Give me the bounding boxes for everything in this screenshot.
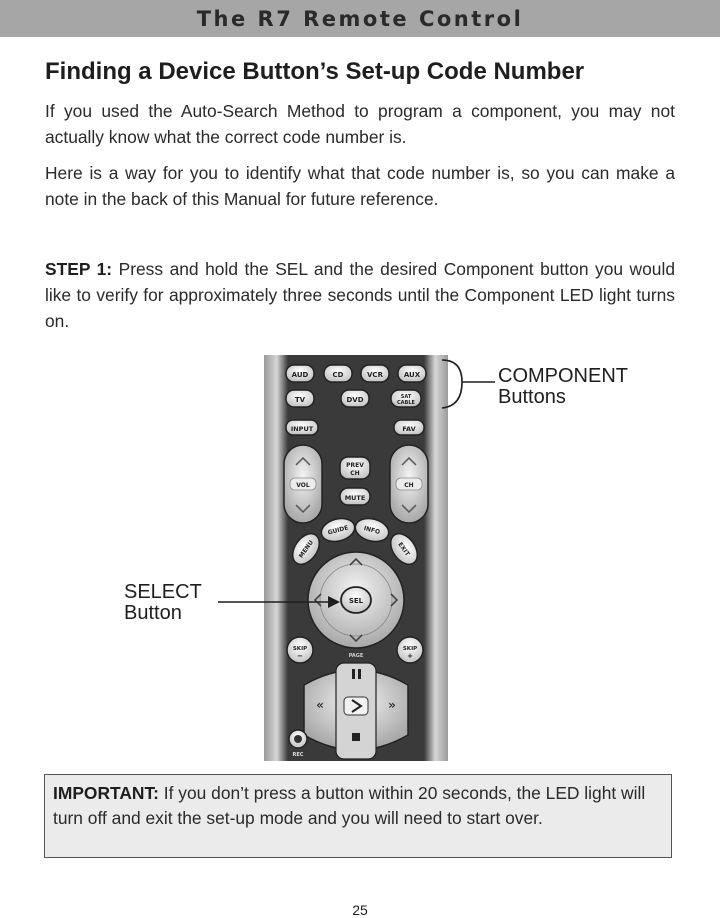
ch-label: CH (404, 482, 413, 489)
info-button: INFO (354, 517, 390, 543)
select-button-callout: SELECT Button (124, 582, 202, 624)
svg-text:»: » (388, 698, 396, 712)
info-label: INFO (363, 525, 381, 536)
important-note: IMPORTANT: If you don’t press a button w… (44, 774, 672, 858)
fav-label: FAV (402, 425, 415, 433)
sel-label: SEL (349, 597, 364, 605)
important-text: If you don’t press a button within 20 se… (53, 783, 646, 828)
callout-component-line2: Buttons (498, 386, 566, 408)
cd-button: CD (323, 364, 353, 383)
aux-button: AUX (397, 364, 427, 383)
cd-label: CD (333, 371, 344, 379)
section-heading: Finding a Device Button’s Set-up Code Nu… (45, 58, 585, 85)
callout-select-line2: Button (124, 602, 182, 624)
callout-component-line1: COMPONENT (498, 365, 628, 387)
step-1-label: STEP 1: (45, 259, 113, 279)
prev-label: PREV (346, 462, 364, 469)
skip-minus-label: SKIP (293, 646, 307, 652)
skip-plus-label: SKIP (403, 646, 417, 652)
sat-label: SAT (401, 394, 412, 400)
page-title: The R7 Remote Control (196, 6, 524, 31)
rec-button: REC (288, 729, 308, 758)
mute-button: MUTE (339, 487, 371, 506)
vcr-label: VCR (367, 371, 384, 379)
dvd-button: DVD (340, 389, 370, 408)
step-1-paragraph: STEP 1: Press and hold the SEL and the d… (45, 256, 675, 334)
skip-plus-button: SKIP+ (396, 636, 424, 664)
fav-button: FAV (393, 419, 425, 436)
guide-button: GUIDE (320, 517, 356, 543)
intro-paragraph-1: If you used the Auto-Search Method to pr… (45, 101, 675, 147)
tv-label: TV (295, 396, 306, 404)
header-bar: The R7 Remote Control (0, 0, 720, 37)
mute-label: MUTE (345, 494, 366, 502)
svg-text:«: « (316, 698, 324, 712)
dvd-label: DVD (346, 396, 363, 404)
aux-label: AUX (404, 371, 421, 379)
svg-text:−: − (297, 652, 303, 660)
rec-label: REC (293, 752, 304, 758)
step-1-text: Press and hold the SEL and the desired C… (45, 259, 675, 331)
input-label: INPUT (291, 425, 314, 433)
exit-button: EXIT (389, 532, 419, 566)
callout-select-line1: SELECT (124, 581, 202, 603)
tv-button: TV (285, 389, 315, 408)
sel-button: SEL (340, 586, 372, 614)
svg-text:+: + (407, 652, 413, 660)
skip-minus-button: SKIP− (286, 636, 314, 664)
vcr-button: VCR (360, 364, 390, 383)
ch-rocker: CH (389, 444, 429, 524)
component-buttons-callout: COMPONENT Buttons (498, 366, 628, 408)
aud-label: AUD (292, 371, 309, 379)
aud-button: AUD (285, 364, 315, 383)
cable-label: CABLE (397, 400, 416, 406)
important-label: IMPORTANT: (53, 783, 159, 803)
input-button: INPUT (285, 419, 319, 436)
page-label: PAGE (349, 653, 364, 659)
page-number: 25 (352, 902, 368, 918)
prev-ch-label: CH (350, 470, 359, 477)
menu-button: MENU (291, 532, 321, 566)
intro-paragraph-2: Here is a way for you to identify what t… (45, 163, 675, 209)
vol-label: VOL (296, 482, 310, 489)
transport-pad: « » (303, 662, 409, 760)
vol-rocker: VOL (283, 444, 323, 524)
